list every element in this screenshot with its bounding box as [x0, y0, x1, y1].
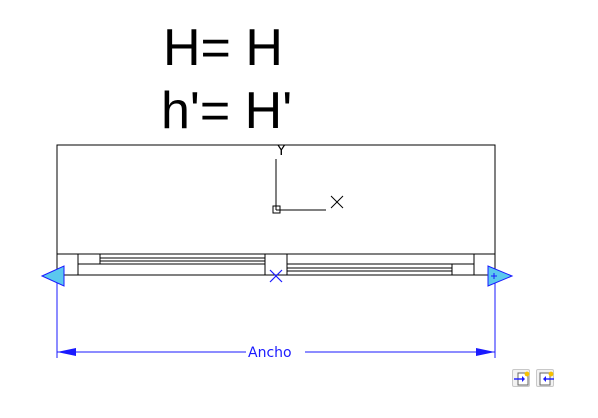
- dimension-arrow-right-icon: [476, 348, 495, 356]
- sash-detail: [77, 254, 475, 275]
- outer-frame-rect: [56, 144, 496, 276]
- ucs-y-label: Y: [276, 143, 286, 159]
- grip-right-plus-icon: [491, 273, 497, 279]
- insert-block-button[interactable]: [512, 369, 530, 387]
- edit-block-button[interactable]: [536, 369, 554, 387]
- width-dimension: [56, 276, 496, 358]
- ucs-axis-icon: [272, 159, 344, 214]
- edit-block-icon: [539, 371, 554, 386]
- base-point-cross-icon[interactable]: [269, 269, 283, 283]
- equation-h-prime: h'= H': [161, 82, 292, 140]
- dimension-arrow-left-icon: [57, 348, 76, 356]
- dimension-label: Ancho: [248, 345, 292, 361]
- grip-left-triangle-icon[interactable]: [40, 265, 65, 287]
- grip-right-triangle-icon[interactable]: [487, 265, 514, 287]
- insert-block-icon: [514, 371, 530, 386]
- window-frame: [56, 144, 496, 276]
- equation-h: H= H: [163, 19, 283, 77]
